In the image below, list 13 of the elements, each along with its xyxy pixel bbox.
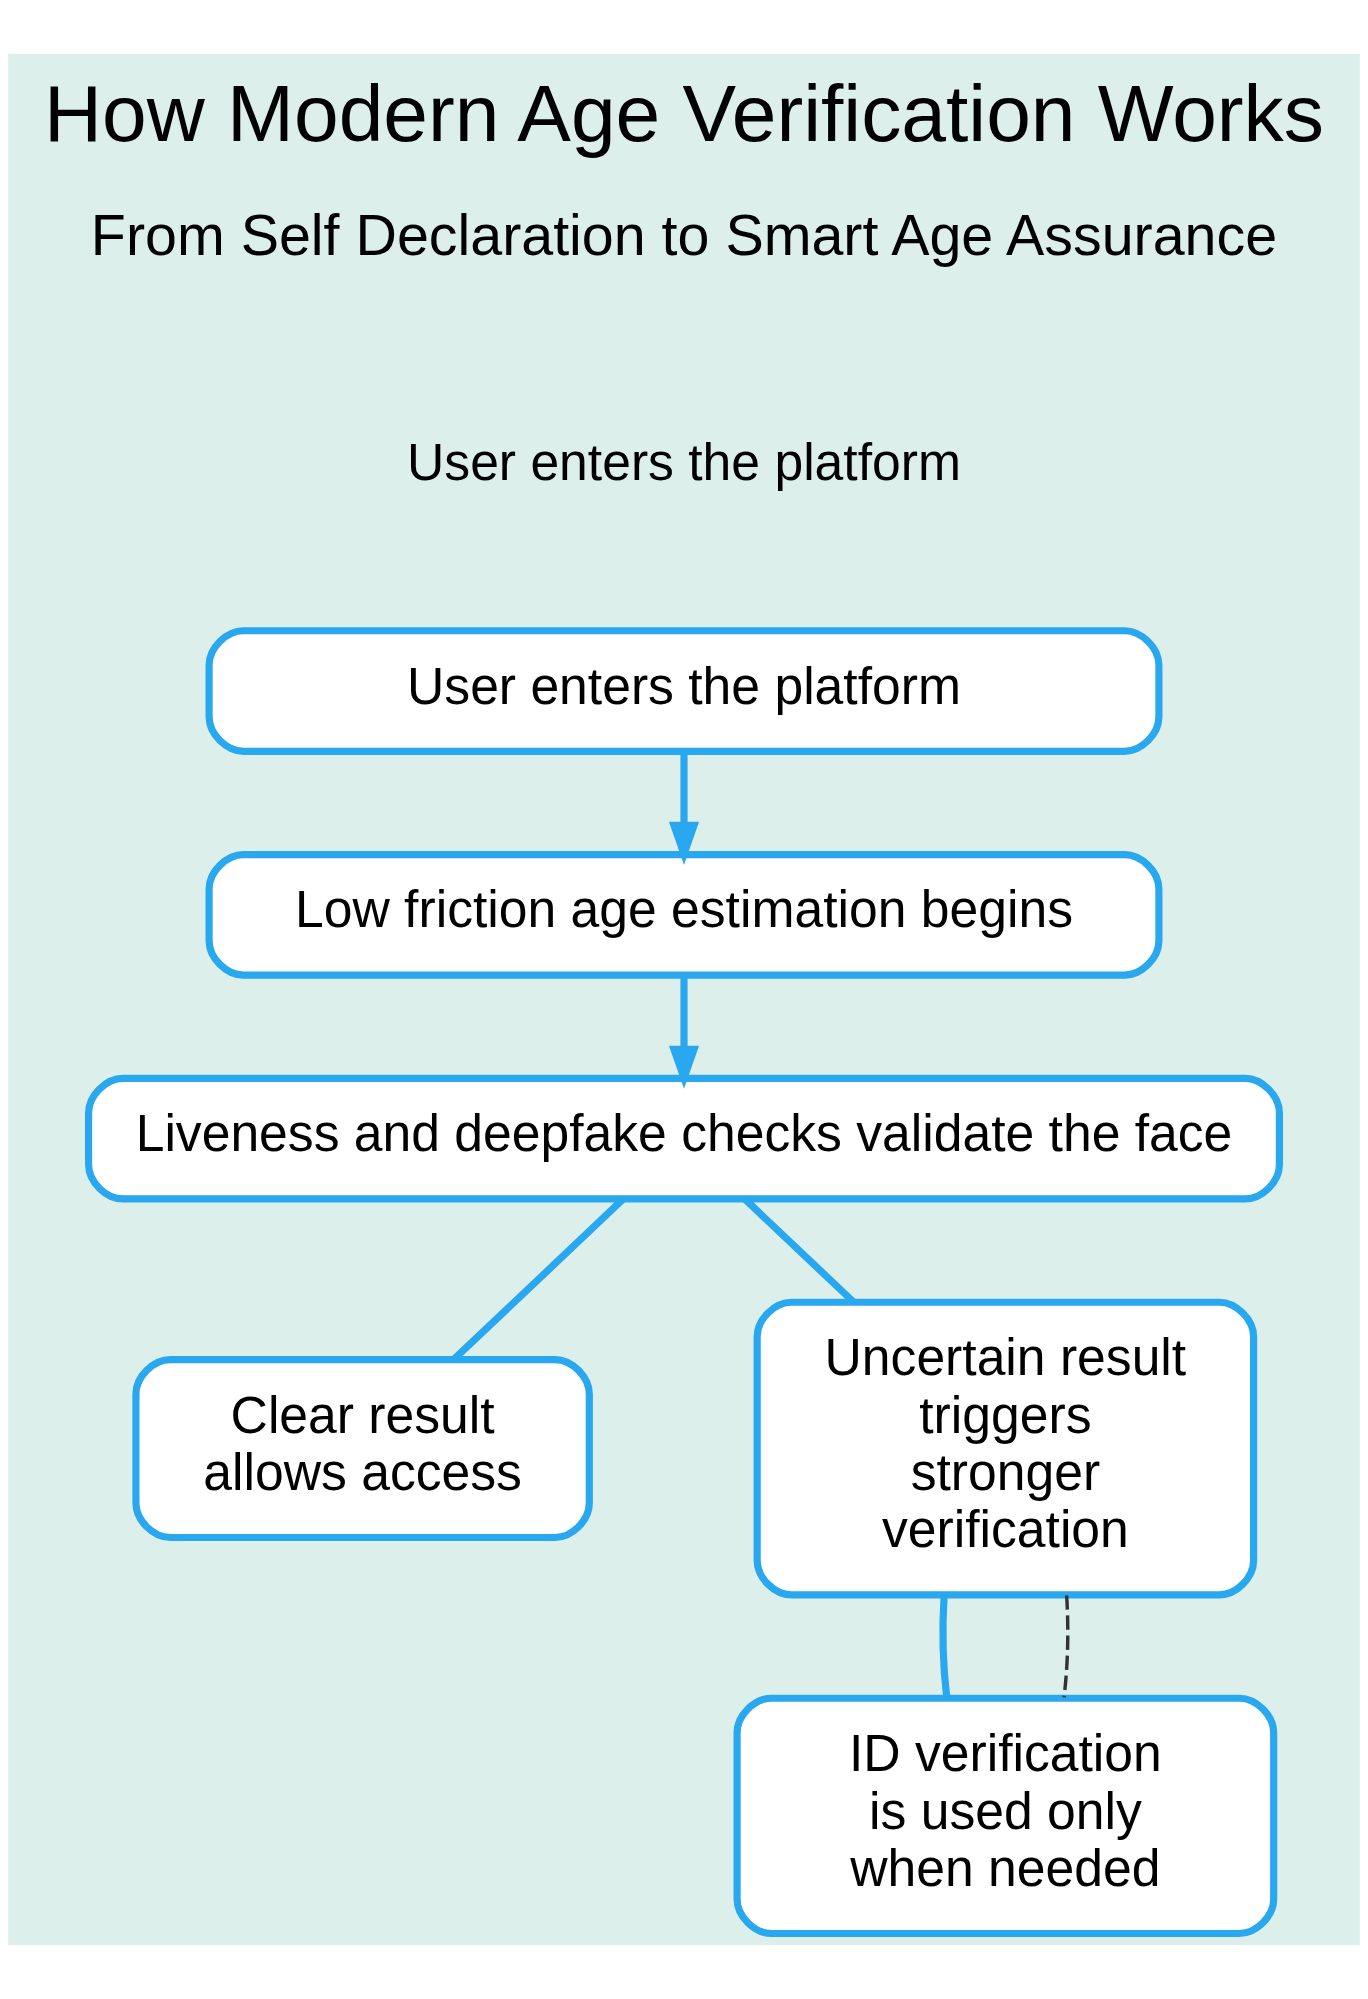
node-box: Uncertain result triggers stronger verification [753,1298,1258,1599]
diagram-title: How Modern Age Verification Works [44,68,1324,159]
node-box: Clear result allows access [132,1356,593,1542]
node-box: ID verification is used only when needed [733,1694,1278,1938]
label: User enters the platform [407,432,961,491]
node-box: Liveness and deepfake checks validate the face [85,1074,1283,1203]
node-box: Low friction age estimation begins [205,851,1163,979]
connector [1062,1595,1070,1698]
connector [939,1595,951,1698]
node-box: User enters the platform [205,627,1163,755]
arrow [668,976,700,1089]
arrow [668,752,700,865]
label: From Self Declaration to Smart Age Assurance [90,202,1278,267]
